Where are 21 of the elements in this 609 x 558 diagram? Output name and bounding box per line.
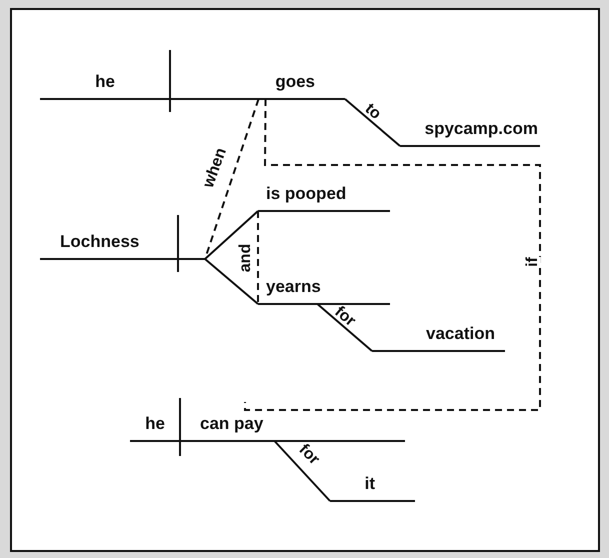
word-on-baseline: he [130, 402, 180, 442]
edge-label: to [361, 101, 383, 123]
word-on-baseline: it [330, 462, 415, 502]
edge-label: for [330, 304, 358, 330]
word-on-baseline: vacation [372, 312, 505, 352]
connector-line [204, 258, 259, 305]
word-on-baseline: spycamp.com [400, 110, 540, 147]
connector-line [274, 440, 331, 502]
word-on-baseline: can pay [180, 402, 405, 442]
dashed-connector [257, 211, 259, 304]
edge-label: for [294, 442, 322, 468]
word-on-baseline: Lochness [40, 220, 205, 260]
dashed-connector [244, 99, 541, 411]
connector-line [204, 210, 259, 260]
word-on-baseline: yearns [258, 265, 390, 305]
connector-line [344, 98, 401, 147]
word-on-baseline: is pooped [258, 172, 390, 212]
word-on-baseline: he [40, 60, 170, 100]
edge-label: if [524, 257, 541, 267]
word-on-baseline: goes [170, 60, 345, 100]
connector-line [316, 303, 373, 352]
